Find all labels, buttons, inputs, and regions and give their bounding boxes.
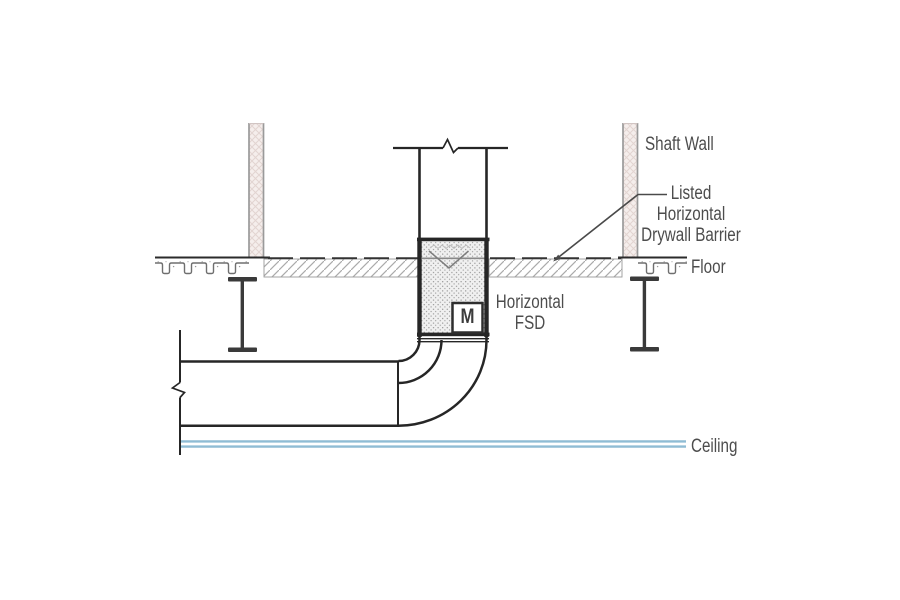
leader-arrowhead-icon <box>553 254 562 262</box>
metal-deck-floor-left <box>155 256 270 278</box>
drywall-barrier-span-left <box>263 257 419 278</box>
right-shaft-wall <box>622 123 639 258</box>
horizontal-fsd-label: Horizontal FSD <box>474 292 586 334</box>
steel-beam-right <box>630 276 659 352</box>
fire-smoke-damper <box>417 237 490 343</box>
shaft-wall-label: Shaft Wall <box>645 134 714 155</box>
duct-break-symbol-top <box>393 137 508 154</box>
metal-deck-floor-right <box>618 256 687 278</box>
barrier-label-line2: Horizontal <box>656 204 726 225</box>
left-shaft-wall <box>248 123 265 258</box>
drywall-barrier-span-right <box>488 257 623 278</box>
ceiling-label: Ceiling <box>691 436 738 457</box>
barrier-label-line3: Drywall Barrier <box>641 225 741 246</box>
damper-seal-squiggle-icon <box>429 244 471 250</box>
horizontal-duct <box>170 330 399 455</box>
damper-motor-label: M <box>460 305 475 328</box>
duct-elbow <box>398 339 488 427</box>
motor-box <box>451 301 484 334</box>
floor-label: Floor <box>691 257 726 278</box>
barrier-leader-line <box>553 193 667 262</box>
damper-blade-icon <box>428 250 469 269</box>
fsd-label-line1: Horizontal <box>495 292 565 313</box>
duct-break-symbol-left <box>170 330 186 455</box>
barrier-label-line1: Listed <box>670 183 712 204</box>
barrier-label: Listed Horizontal Drywall Barrier <box>627 183 755 246</box>
steel-beam-left <box>228 277 257 352</box>
fsd-label-line2: FSD <box>514 313 546 334</box>
ceiling-lines <box>181 440 686 448</box>
